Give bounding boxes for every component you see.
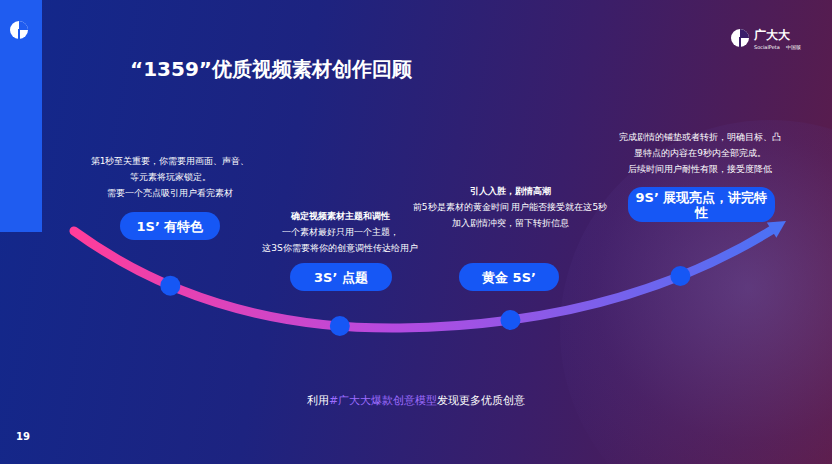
timeline-dot: [330, 316, 350, 336]
stage-description: 一个素材最好只用一个主题， 这3S你需要将你的创意调性传达给用户: [240, 224, 440, 256]
footer-text: 发现更多优质创意: [437, 393, 525, 408]
timeline-dot: [160, 276, 180, 296]
logo-icon: [10, 21, 28, 39]
stage-heading: 确定视频素材主题和调性: [240, 208, 440, 224]
pill-text-group: 黄金 5S’: [482, 270, 536, 285]
pill-text: 黄金 5S’: [482, 270, 536, 285]
pill-text: 1S’ 有特色: [137, 219, 204, 234]
pill-text: 9S’ 展现亮点，讲完特性: [634, 190, 769, 220]
stage-pill: 黄金 5S’: [459, 263, 559, 291]
brand-name: 广大大: [754, 27, 790, 43]
stage-description: 前5秒是素材的黄金时间 用户能否接受就在这5秒 加入剧情冲突，留下转折信息: [410, 199, 610, 231]
timeline-curve: [74, 228, 775, 328]
brand-icon: [731, 29, 749, 47]
stage-pill: 9S’ 展现亮点，讲完特性: [628, 187, 775, 222]
pill-text-group: 1S’ 有特色: [137, 219, 204, 234]
brand-region: 中国版: [786, 44, 801, 51]
pill-text-group: 9S’ 展现亮点，讲完特性: [634, 190, 769, 220]
pill-text-group: 3S’ 点题: [314, 270, 368, 285]
page-number: 19: [16, 430, 30, 443]
stage-pill: 1S’ 有特色: [120, 212, 220, 240]
brand-subname: SocialPeta: [754, 44, 780, 51]
footer-line: 利用#广大大爆款创意模型发现更多优质创意: [0, 393, 832, 408]
slide-title: “1359”优质视频素材创作回顾: [130, 56, 412, 83]
footer-highlight: #广大大爆款创意模型: [329, 393, 437, 408]
pill-text: 3S’ 点题: [314, 270, 368, 285]
stage-pill: 3S’ 点题: [290, 263, 392, 291]
footer-text: 利用: [307, 393, 329, 408]
timeline-dot: [500, 310, 520, 330]
timeline-dot: [670, 266, 690, 286]
timeline-dots: [160, 266, 690, 336]
stage-description: 第1秒至关重要，你需要用画面、声音、 等元素将玩家锁定。 需要一个亮点吸引用户看…: [70, 153, 270, 201]
stage-description: 完成剧情的铺垫或者转折，明确目标、凸 显特点的内容在9秒内全部完成。 后续时间用…: [600, 129, 800, 177]
timeline-arrowhead: [767, 221, 786, 238]
stage-heading: 引人入胜，剧情高潮: [410, 183, 610, 199]
